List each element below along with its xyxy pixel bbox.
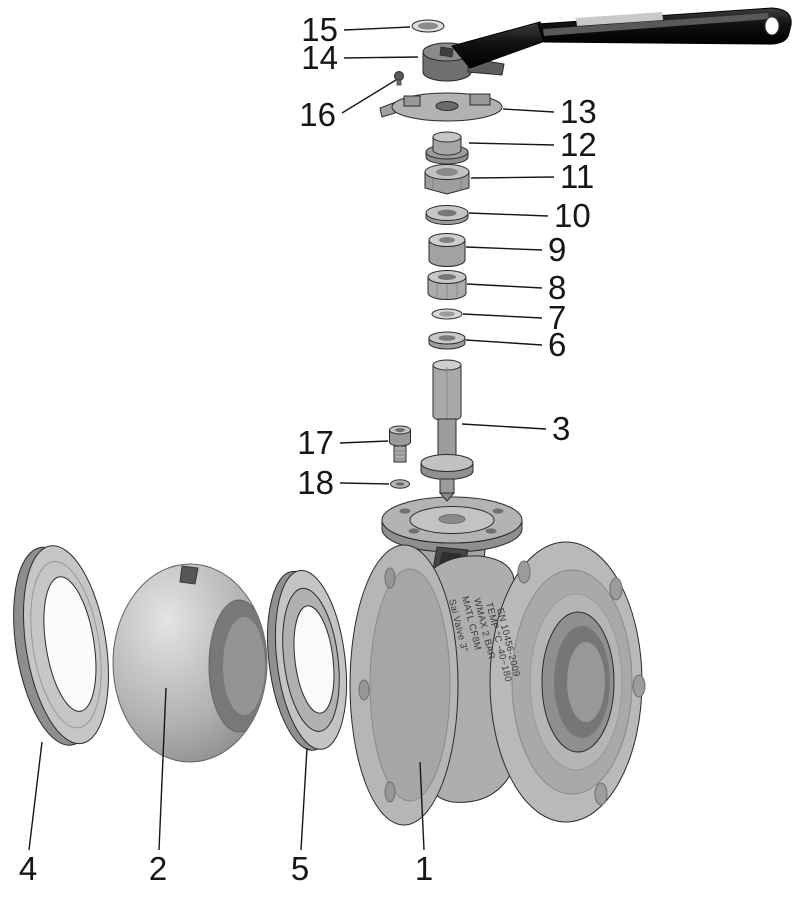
callout-label-5: 5 (291, 850, 309, 887)
part-packing-nut (425, 131, 469, 165)
callout-11: 11 (470, 158, 594, 195)
callout-4: 4 (19, 741, 43, 887)
part-o-ring-stem (431, 308, 463, 320)
callout-10: 10 (468, 197, 591, 234)
callout-label-8: 8 (548, 269, 566, 306)
part-hex-nut (424, 164, 470, 195)
callout-label-2: 2 (149, 850, 167, 887)
ball-bore (208, 599, 267, 733)
part-packing (427, 270, 467, 300)
callout-1: 1 (415, 761, 433, 887)
callout-label-10: 10 (554, 197, 591, 234)
part-o-ring-small (390, 479, 410, 489)
part-stopper-plate (379, 92, 503, 122)
body-left-flange (349, 544, 459, 826)
callout-7: 7 (462, 299, 566, 336)
callout-14: 14 (301, 39, 419, 76)
part-ball (112, 563, 268, 763)
callout-6: 6 (465, 326, 566, 363)
part-valve-body: Sai Valve 3" MATL CF8M WMAX 2 BAR TEMP °… (349, 496, 646, 826)
callout-label-1: 1 (415, 850, 433, 887)
callout-3: 3 (461, 410, 570, 447)
part-stem (420, 359, 474, 502)
callout-label-16: 16 (299, 96, 336, 133)
part-washer-top (411, 19, 445, 33)
callout-18: 18 (297, 464, 390, 501)
callout-label-4: 4 (19, 850, 37, 887)
handle-top-highlight (543, 13, 769, 36)
part-washer-upper (425, 205, 469, 225)
callout-label-7: 7 (548, 299, 566, 336)
callout-12: 12 (468, 126, 597, 163)
callout-label-13: 13 (560, 93, 597, 130)
callout-15: 15 (301, 11, 411, 48)
handle-hang-hole (764, 16, 780, 36)
callout-9: 9 (465, 231, 566, 268)
callout-label-14: 14 (301, 39, 338, 76)
callout-label-12: 12 (560, 126, 597, 163)
part-handle-lever (451, 7, 792, 69)
callout-label-15: 15 (301, 11, 338, 48)
ball-stem-slot (179, 565, 199, 585)
part-bolt (389, 425, 411, 463)
callout-17: 17 (297, 424, 389, 461)
body-top-flange (381, 496, 523, 553)
callout-13: 13 (502, 93, 597, 130)
body-right-flange (489, 541, 646, 823)
callout-5: 5 (291, 747, 309, 887)
part-screw (394, 71, 404, 86)
part-gland-bushing (428, 233, 466, 267)
callout-label-9: 9 (548, 231, 566, 268)
part-seat-ring-left (13, 545, 109, 746)
callout-8: 8 (466, 269, 566, 306)
callout-16: 16 (299, 79, 397, 133)
callout-label-3: 3 (552, 410, 570, 447)
callout-2: 2 (149, 687, 167, 887)
callout-label-18: 18 (297, 464, 334, 501)
part-washer-lower (428, 331, 466, 350)
part-seat-ring-right (267, 569, 347, 751)
part-handle-hub (422, 42, 505, 82)
callout-label-6: 6 (548, 326, 566, 363)
callout-label-11: 11 (560, 158, 594, 195)
callout-label-17: 17 (297, 424, 334, 461)
handle-brand-strip (576, 12, 663, 26)
